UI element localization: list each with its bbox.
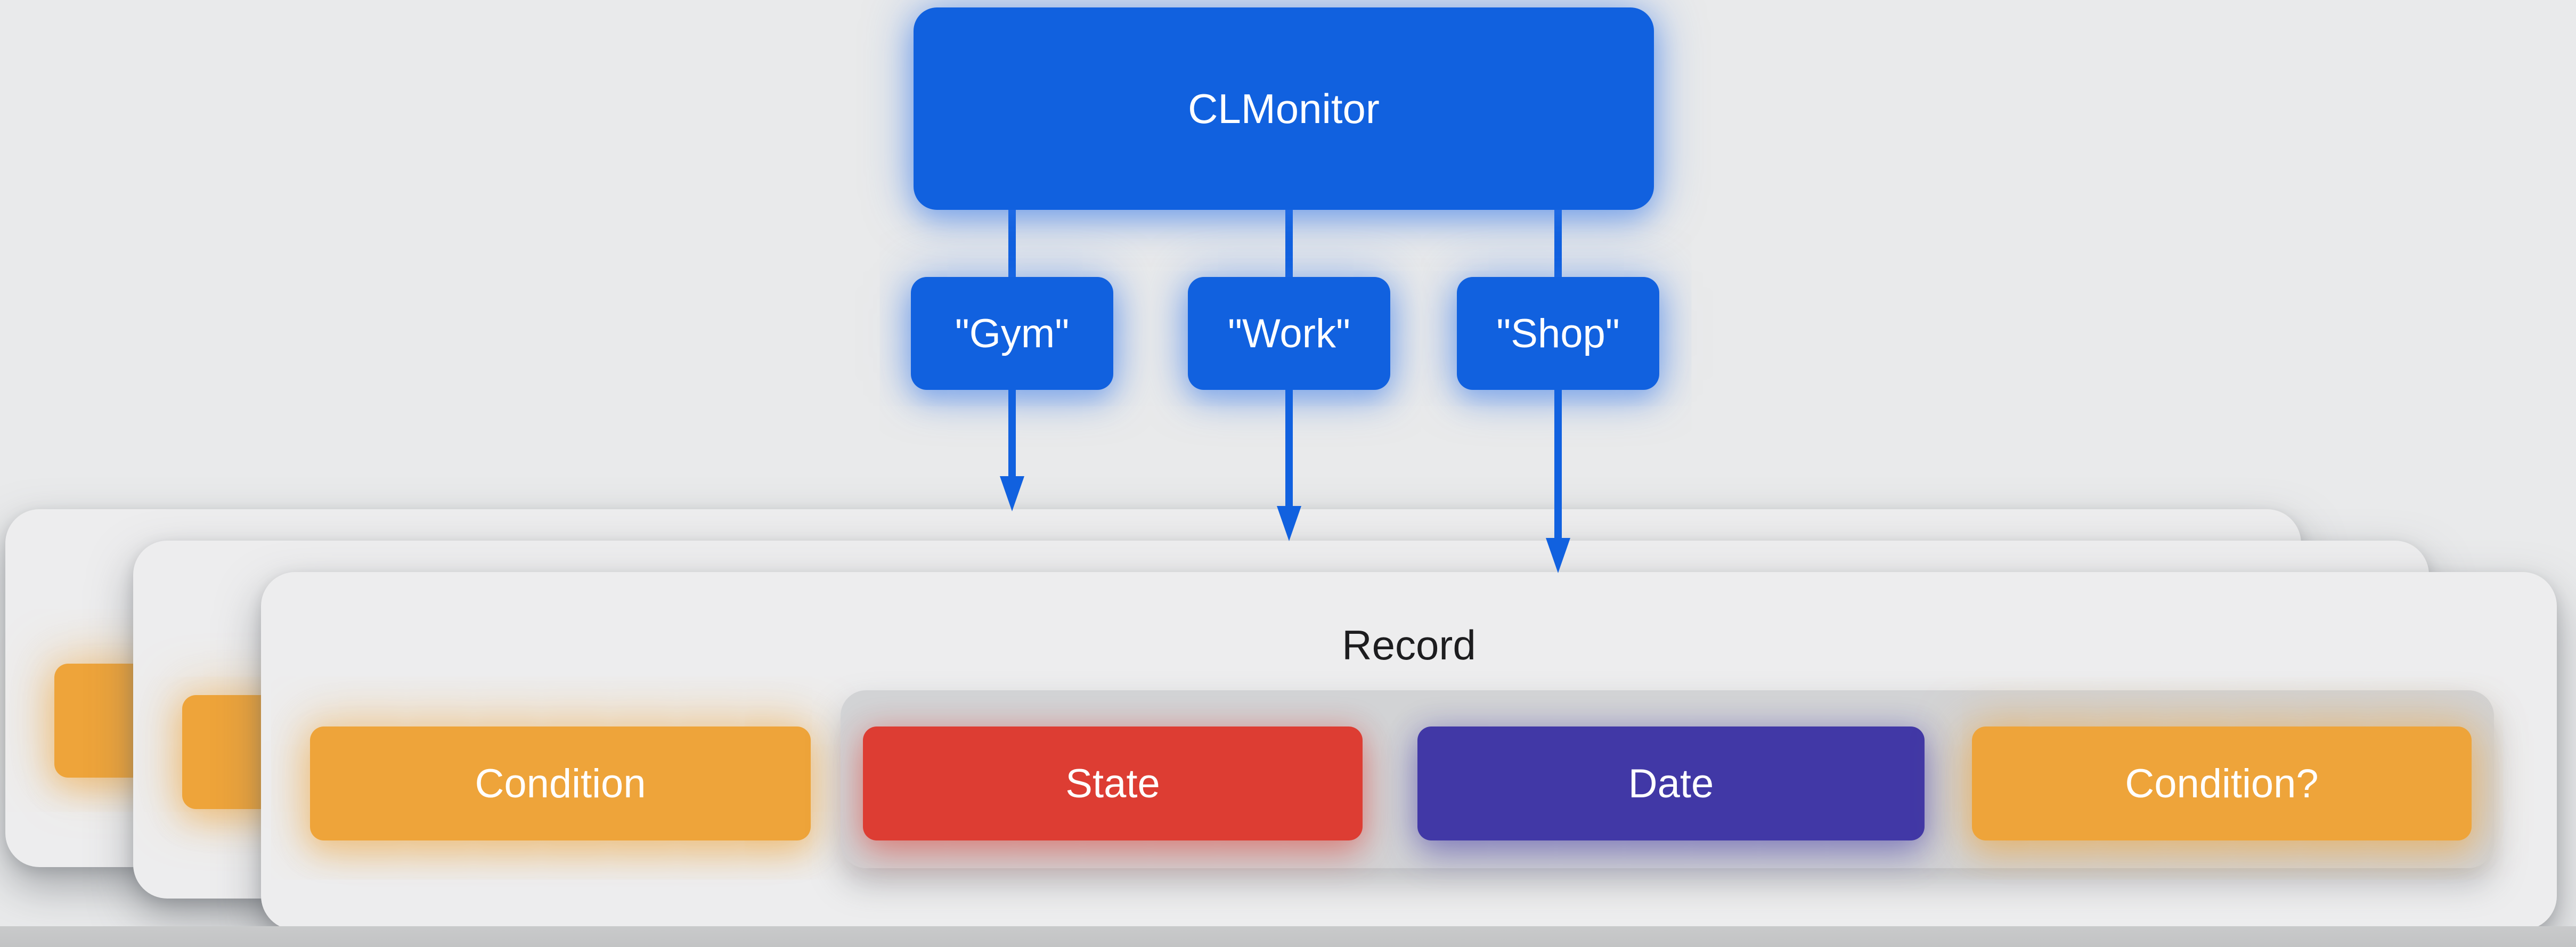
arrow-head-icon [1546,538,1570,573]
field-condition: Condition [310,726,811,840]
field-state: State [863,726,1363,840]
root-node-clmonitor: CLMonitor [914,7,1654,210]
field-condition-optional: Condition? [1972,726,2472,840]
branch-node-gym: "Gym" [911,277,1113,390]
floor-shadow-band [0,926,2576,947]
connector-root-work [1285,209,1293,278]
connector-root-gym [1008,209,1016,278]
connector-root-shop [1554,209,1562,278]
fields-tray: State Date Condition? [841,690,2494,868]
arrow-head-icon [1000,476,1024,511]
branch-node-shop: "Shop" [1457,277,1659,390]
card-title: Record [1342,622,1476,668]
arrow-stem [1554,389,1562,539]
branch-node-work: "Work" [1188,277,1390,390]
arrow-stem [1008,389,1016,477]
arrow-head-icon [1277,506,1301,541]
field-date: Date [1417,726,1925,840]
record-card: Record Condition State Date Condition? [261,572,2557,930]
arrow-stem [1285,389,1293,507]
